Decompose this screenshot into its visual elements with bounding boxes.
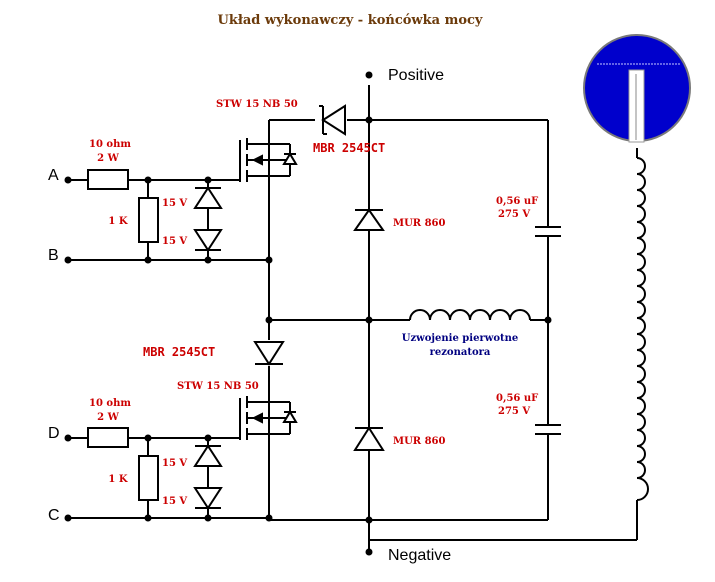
upper-mur-label: MUR 860 bbox=[393, 218, 445, 229]
winding-label-line2: rezonatora bbox=[430, 347, 491, 358]
upper-pulldown-value: 1 K bbox=[108, 216, 127, 227]
schottky-diodes bbox=[253, 104, 347, 366]
terminal-d-label: D bbox=[48, 425, 60, 442]
upper-schottky-label: MBR 2545CT bbox=[313, 141, 385, 155]
upper-pulldown-resistor bbox=[138, 197, 159, 243]
lower-mosfet bbox=[239, 396, 298, 440]
secondary-coil bbox=[636, 157, 649, 501]
lower-pulldown-resistor bbox=[138, 455, 159, 501]
lower-gate-resistor bbox=[87, 427, 129, 448]
lower-zener-bottom-voltage: 15 V bbox=[162, 496, 187, 507]
diagram-title: Układ wykonawczy - końcówka mocy bbox=[218, 13, 483, 28]
positive-label: Positive bbox=[388, 67, 444, 84]
upper-gate-resistor-value: 10 ohm bbox=[89, 139, 131, 150]
upper-mosfet bbox=[239, 120, 298, 182]
terminal-a-label: A bbox=[48, 167, 59, 184]
upper-zener-top-voltage: 15 V bbox=[162, 198, 187, 209]
lower-cap-voltage: 275 V bbox=[498, 406, 530, 417]
lower-cap-value: 0,56 uF bbox=[496, 393, 538, 404]
upper-gate-resistor bbox=[87, 169, 129, 190]
lower-pulldown-value: 1 K bbox=[108, 474, 127, 485]
junction-dots bbox=[64, 71, 552, 556]
capacitors bbox=[535, 226, 561, 435]
lower-zener-top-voltage: 15 V bbox=[162, 458, 187, 469]
fast-diodes bbox=[353, 208, 385, 451]
primary-winding bbox=[409, 309, 531, 321]
upper-cap-voltage: 275 V bbox=[498, 209, 530, 220]
upper-zener-bottom-voltage: 15 V bbox=[162, 236, 187, 247]
terminal-c-label: C bbox=[48, 507, 60, 524]
lower-schottky-label: MBR 2545CT bbox=[143, 345, 215, 359]
toroid-terminal bbox=[583, 34, 691, 143]
winding-label-line1: Uzwojenie pierwotne bbox=[402, 333, 519, 344]
upper-cap-value: 0,56 uF bbox=[496, 196, 538, 207]
resistors bbox=[87, 169, 159, 501]
lower-mur-label: MUR 860 bbox=[393, 436, 445, 447]
lower-mosfet-label: STW 15 NB 50 bbox=[177, 381, 259, 392]
zener-diodes bbox=[193, 186, 223, 510]
lower-gate-resistor-value: 10 ohm bbox=[89, 398, 131, 409]
upper-mosfet-label: STW 15 NB 50 bbox=[216, 99, 298, 110]
negative-label: Negative bbox=[388, 547, 451, 564]
lower-gate-resistor-power: 2 W bbox=[97, 412, 119, 423]
terminal-b-label: B bbox=[48, 247, 59, 264]
upper-gate-resistor-power: 2 W bbox=[97, 153, 119, 164]
